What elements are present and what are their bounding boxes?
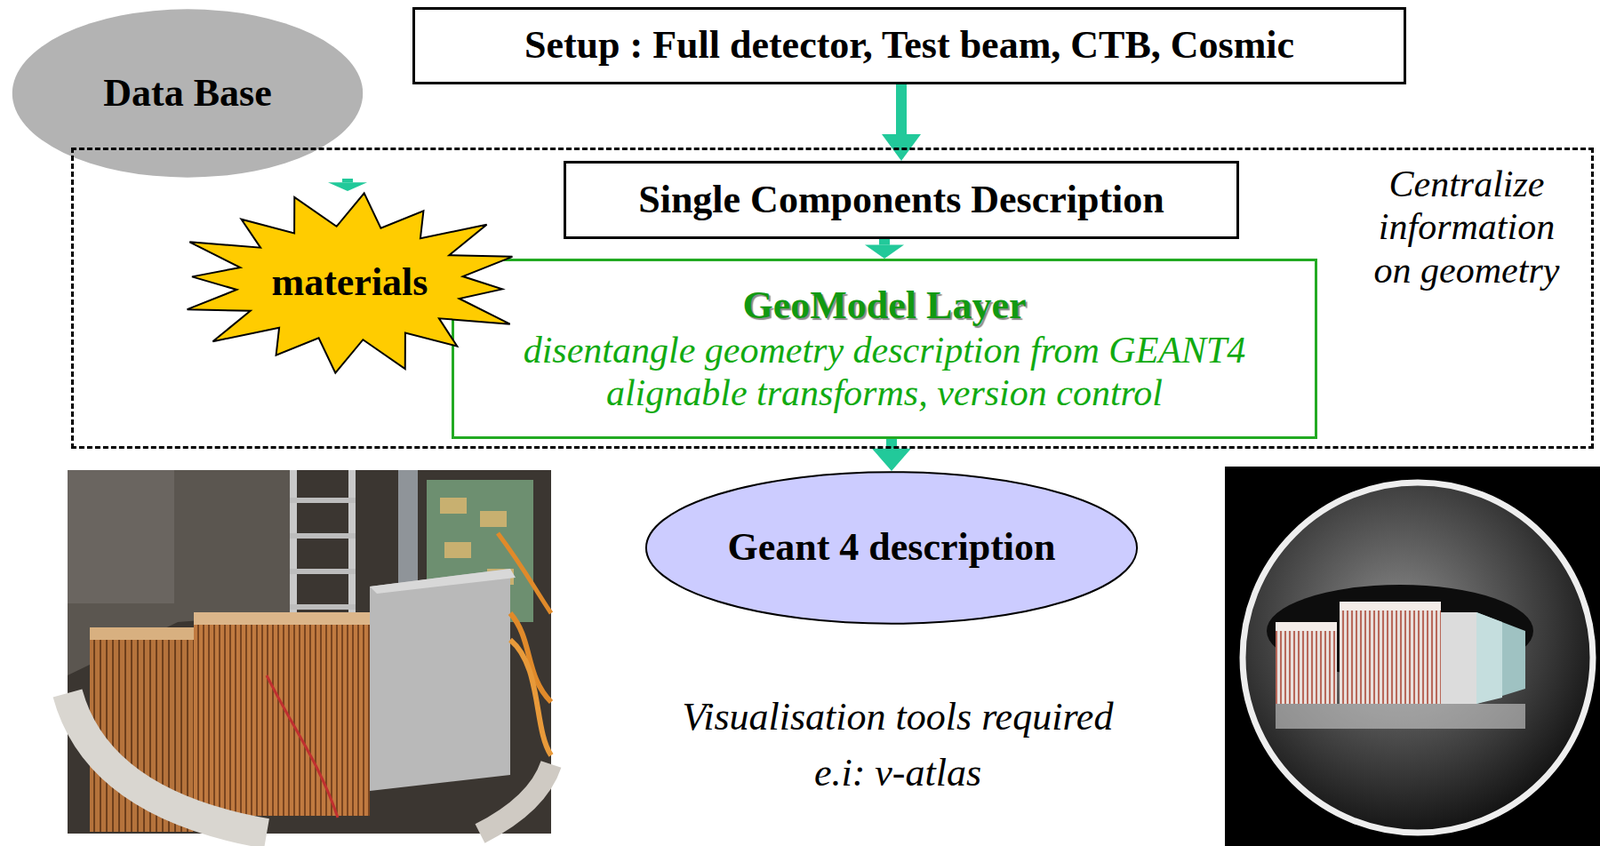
component-box: Single Components Description [563,160,1240,240]
note-text: Visualisation tools required [586,695,1209,741]
note-text: e.i: v-atlas [586,751,1209,797]
node-title: Geant 4 description [727,525,1056,571]
node-title: Setup : Full detector, Test beam, CTB, C… [524,23,1295,69]
flow-arrow [328,178,368,192]
database-ellipse: Data Base [9,8,366,179]
node-subtitle: alignable transforms, version control [606,371,1163,415]
node-title: materials [272,260,429,306]
node-title: Data Base [103,71,272,117]
materials-star: materials [166,191,534,376]
flow-arrow [864,239,904,259]
geomodel-box: GeoModel Layerdisentangle geometry descr… [451,258,1318,440]
geometry-region: Centralize information on geometry Single… [71,147,1594,449]
node-subtitle: disentangle geometry description from GE… [523,328,1247,372]
geant-ellipse: Geant 4 description [642,471,1141,625]
setup-box: Setup : Full detector, Test beam, CTB, C… [412,7,1407,85]
node-title: GeoModel Layer [743,283,1027,329]
node-title: Single Components Description [638,177,1165,224]
node-title: Centralize information on geometry [1355,162,1578,292]
flow-arrow [872,439,912,472]
